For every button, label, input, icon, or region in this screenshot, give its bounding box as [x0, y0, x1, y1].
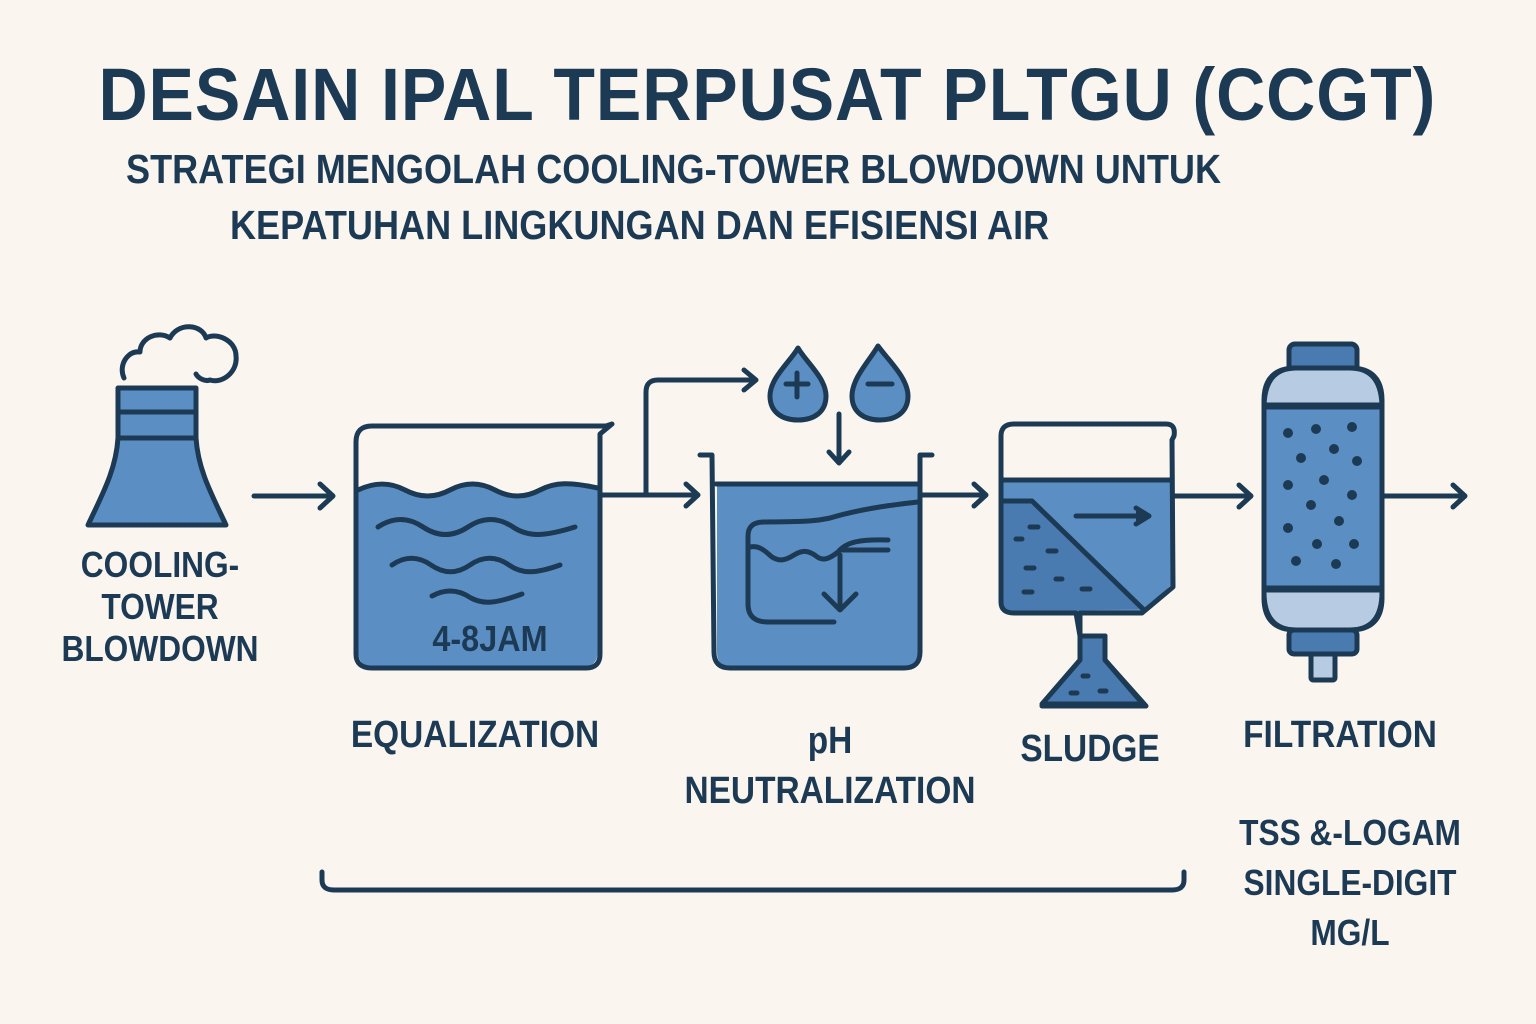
base-drop-icon [849, 343, 911, 423]
subtitle-line-1: STRATEGI MENGOLAH COOLING-TOWER BLOWDOWN… [126, 146, 1222, 192]
cooling-tower-icon [85, 324, 239, 528]
retention-time-label: 4-8JAM [432, 618, 548, 659]
page-title: DESAIN IPAL TERPUSAT PLTGU (CCGT) [98, 53, 1437, 136]
label-line: pH [807, 720, 853, 762]
note-line: MG/L [1310, 912, 1390, 953]
cooling-tower-label: COOLING- TOWER BLOWDOWN [54, 544, 265, 670]
label-line: BLOWDOWN [61, 628, 259, 669]
filter-media-icon [1283, 422, 1362, 569]
note-line: SINGLE-DIGIT [1243, 862, 1457, 903]
label-line: TOWER [101, 586, 219, 627]
equalization-label: EQUALIZATION [350, 714, 600, 756]
acid-drop-icon [767, 345, 829, 423]
note-line: TSS &-LOGAM [1239, 812, 1461, 853]
equalization-tank-icon [353, 421, 615, 671]
dosing-arrow-icon [826, 411, 852, 466]
neutralization-label: pH NEUTRALIZATION [663, 716, 997, 816]
sludge-label: SLUDGE [1020, 728, 1160, 770]
stage-group-bracket [319, 869, 1187, 893]
label-line: COOLING- [80, 544, 240, 585]
flow-arrow-icon [597, 367, 759, 509]
flow-arrow-icon [251, 481, 336, 511]
neutralization-tank-icon [697, 452, 989, 671]
label-line: NEUTRALIZATION [684, 770, 976, 812]
subtitle-line-2: KEPATUHAN LINGKUNGAN DAN EFISIENSI AIR [230, 202, 1050, 248]
filter-column-icon [1261, 341, 1468, 683]
effluent-quality-note: TSS &-LOGAM SINGLE-DIGIT MG/L [1218, 808, 1482, 958]
clarifier-icon [998, 421, 1254, 709]
filtration-label: FILTRATION [1243, 714, 1437, 756]
